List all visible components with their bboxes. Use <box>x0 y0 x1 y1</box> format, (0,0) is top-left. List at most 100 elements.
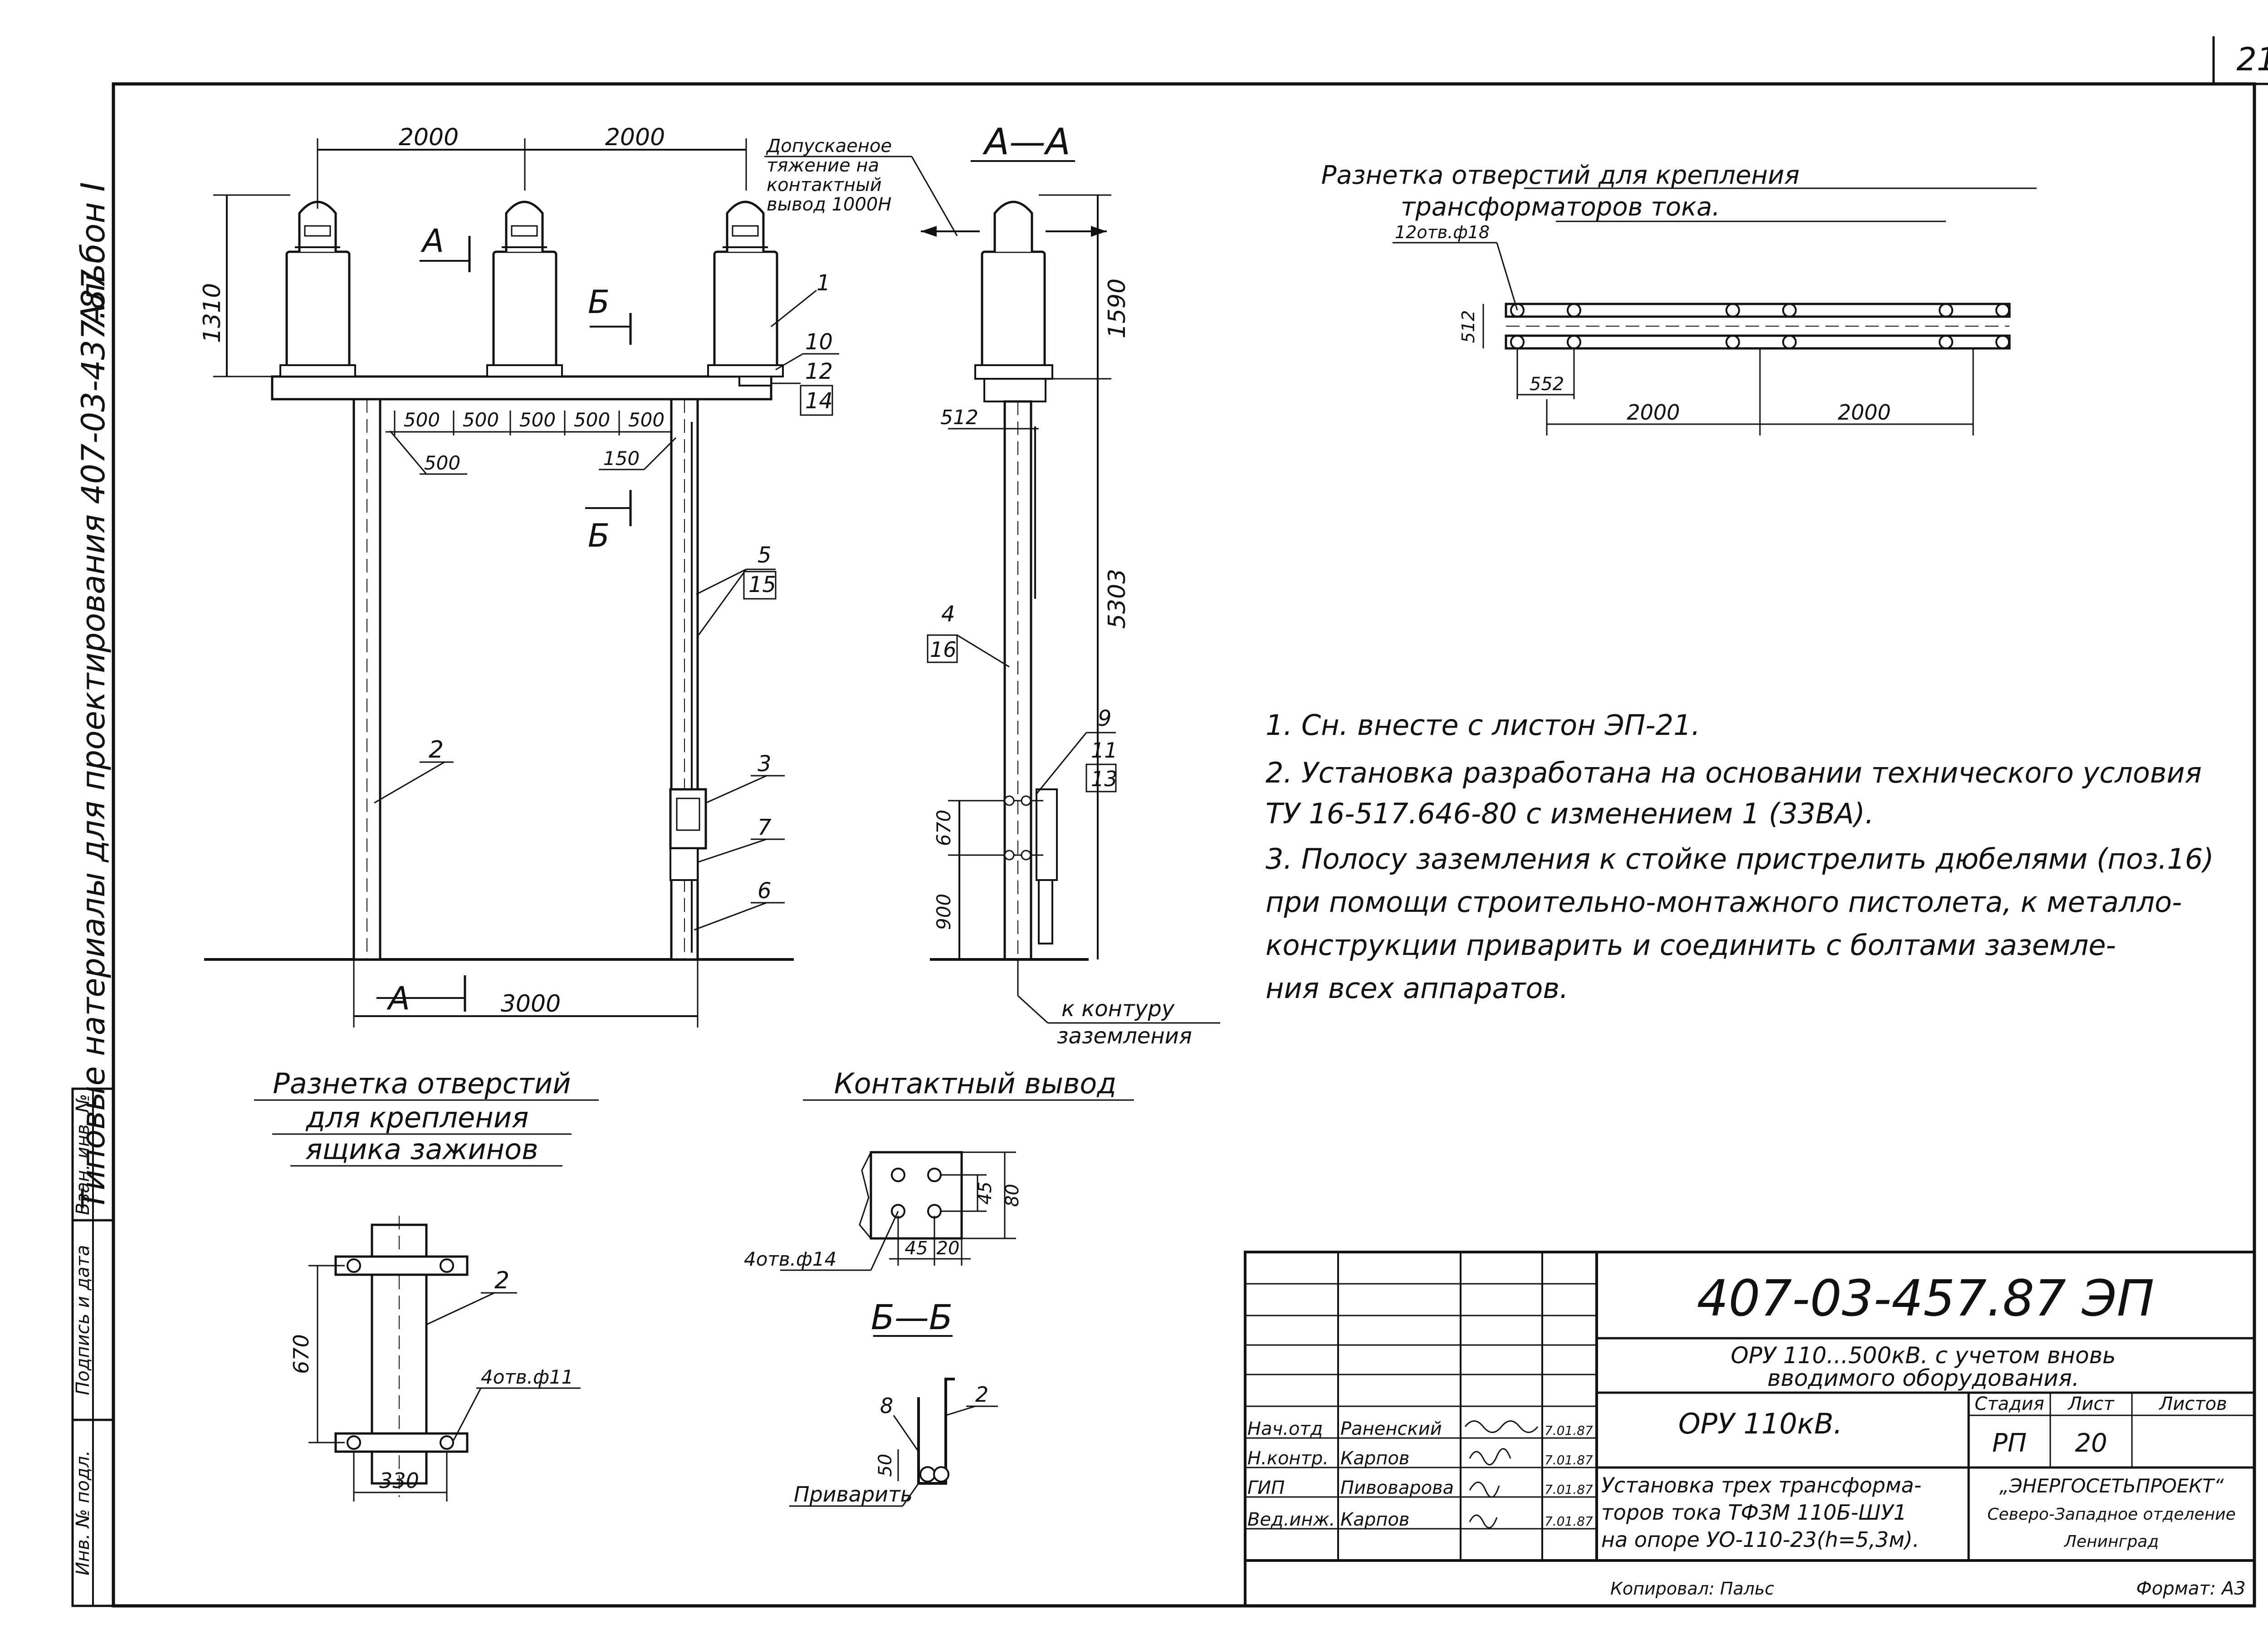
side-title: Типовые натериалы для проектирования 407… <box>75 269 112 1210</box>
svg-text:9: 9 <box>1098 706 1112 731</box>
svg-text:Карпов: Карпов <box>1340 1448 1410 1469</box>
svg-text:80: 80 <box>1002 1184 1023 1207</box>
main-front-view: 2000 2000 1310 500 500 500 500 500 500 1… <box>199 124 958 1027</box>
svg-text:2: 2 <box>494 1267 509 1294</box>
album-label: Альбон I <box>74 182 112 328</box>
svg-text:7.01.87: 7.01.87 <box>1545 1514 1593 1529</box>
ct-marking-title-2: трансформаторов тока. <box>1401 192 1720 222</box>
svg-text:Нач.отд: Нач.отд <box>1247 1419 1323 1439</box>
svg-text:500: 500 <box>519 409 556 431</box>
doc-code: 407-03-457.87 ЭП <box>1697 1269 2155 1327</box>
svg-text:500: 500 <box>628 409 665 431</box>
svg-text:1: 1 <box>816 270 831 296</box>
svg-text:Листов: Листов <box>2158 1394 2227 1414</box>
svg-text:вводимого оборудования.: вводимого оборудования. <box>1767 1365 2079 1391</box>
svg-text:3000: 3000 <box>501 990 561 1018</box>
section-aa-view: А—А 1590 5303 512 <box>921 121 1220 1049</box>
svg-text:670: 670 <box>933 810 955 846</box>
svg-text:Формат: А3: Формат: А3 <box>2136 1578 2245 1599</box>
svg-text:ТУ 16-517.646-80 с изменением: ТУ 16-517.646-80 с изменением 1 (33ВА). <box>1266 797 1874 830</box>
svg-text:7.01.87: 7.01.87 <box>1545 1482 1593 1497</box>
svg-text:Разнетка отверстий: Разнетка отверстий <box>273 1067 571 1100</box>
svg-text:7: 7 <box>758 815 772 840</box>
notes: 1. Сн. внесте с листон ЭП-21. 2. Установ… <box>1266 709 2214 1005</box>
svg-text:Контактный вывод: Контактный вывод <box>834 1067 1116 1100</box>
svg-text:3. Полосу заземления к стойке: 3. Полосу заземления к стойке пристрелит… <box>1266 842 2214 876</box>
svg-text:14: 14 <box>805 388 833 414</box>
svg-text:Приварить: Приварить <box>794 1482 913 1507</box>
svg-text:8: 8 <box>880 1394 893 1418</box>
svg-text:вывод 1000Н: вывод 1000Н <box>767 194 891 215</box>
svg-text:Вед.инж.: Вед.инж. <box>1247 1509 1335 1530</box>
svg-text:конструкции приварить и соедин: конструкции приварить и соединить с болт… <box>1266 929 2116 962</box>
svg-text:2: 2 <box>429 736 444 763</box>
svg-text:Северо-Западное отделение: Северо-Западное отделение <box>1987 1505 2236 1524</box>
svg-text:552: 552 <box>1530 374 1564 395</box>
svg-text:при помощи строительно-монтажн: при помощи строительно-монтажного пистол… <box>1266 885 2182 919</box>
svg-text:2000: 2000 <box>605 124 665 151</box>
side-stamp: Инв. № подл. Подпись и дата Взан. инв. № <box>71 1087 115 1607</box>
svg-text:2000: 2000 <box>399 124 459 151</box>
box-marking-view: Разнетка отверстий для крепления ящика з… <box>254 1067 599 1502</box>
svg-text:500: 500 <box>463 409 499 431</box>
ct-2 <box>486 201 563 377</box>
svg-text:торов тока ТФЗМ 110Б-ШУ1: торов тока ТФЗМ 110Б-ШУ1 <box>1601 1500 1907 1525</box>
svg-text:Б: Б <box>588 284 610 321</box>
svg-text:Инв. № подл.: Инв. № подл. <box>73 1450 93 1575</box>
svg-text:7.01.87: 7.01.87 <box>1545 1423 1593 1438</box>
svg-text:4отв.ф14: 4отв.ф14 <box>744 1248 836 1270</box>
svg-text:Раненский: Раненский <box>1340 1419 1442 1439</box>
svg-text:Пивоварова: Пивоварова <box>1340 1477 1454 1498</box>
svg-text:ния всех аппаратов.: ния всех аппаратов. <box>1266 972 1569 1005</box>
svg-text:Стадия: Стадия <box>1975 1394 2044 1414</box>
svg-text:1. Сн. внесте с листон ЭП-21.: 1. Сн. внесте с листон ЭП-21. <box>1266 709 1700 742</box>
svg-text:Карпов: Карпов <box>1340 1509 1410 1530</box>
svg-text:150: 150 <box>603 447 640 470</box>
svg-text:1590: 1590 <box>1104 279 1131 338</box>
svg-text:11: 11 <box>1091 738 1118 763</box>
svg-text:„ЭНЕРГОСЕТЬПРОЕКТ“: „ЭНЕРГОСЕТЬПРОЕКТ“ <box>1999 1475 2224 1497</box>
section-aa-title: А—А <box>982 121 1070 163</box>
svg-text:Н.контр.: Н.контр. <box>1247 1448 1329 1469</box>
svg-text:330: 330 <box>379 1468 419 1493</box>
svg-text:2000: 2000 <box>1627 400 1680 425</box>
svg-text:20: 20 <box>2075 1428 2107 1458</box>
svg-text:Подпись и дата: Подпись и дата <box>73 1245 93 1395</box>
svg-text:тяжение на: тяжение на <box>767 155 879 176</box>
svg-text:16: 16 <box>930 637 957 662</box>
svg-text:670: 670 <box>289 1334 313 1374</box>
svg-text:45: 45 <box>905 1238 928 1259</box>
svg-text:5: 5 <box>758 543 772 568</box>
svg-text:Ленинград: Ленинград <box>2063 1532 2159 1551</box>
svg-text:контактный: контактный <box>767 175 882 196</box>
ct-marking-view: Разнетка отверстий для крепления трансфо… <box>1321 161 2037 435</box>
svg-text:7.01.87: 7.01.87 <box>1545 1453 1593 1468</box>
svg-text:заземления: заземления <box>1057 1023 1192 1049</box>
svg-text:РП: РП <box>1992 1428 2027 1458</box>
svg-text:2000: 2000 <box>1838 400 1891 425</box>
svg-text:Лист: Лист <box>2067 1394 2115 1414</box>
svg-text:для крепления: для крепления <box>306 1101 529 1134</box>
svg-text:ОРУ 110...500кВ. с учетом вно: ОРУ 110...500кВ. с учетом вновь <box>1731 1342 2116 1369</box>
svg-text:500: 500 <box>404 409 440 431</box>
contact-terminal-view: Контактный вывод 45 80 45 20 4отв.ф14 <box>744 1067 1134 1271</box>
svg-text:3: 3 <box>758 751 772 777</box>
svg-text:900: 900 <box>933 894 955 930</box>
svg-text:Б: Б <box>588 517 610 554</box>
title-block: 407-03-457.87 ЭП ОРУ 110...500кВ. с учет… <box>1244 1251 2256 1607</box>
svg-text:13: 13 <box>1091 767 1118 791</box>
ct-3 <box>707 201 784 377</box>
ct-1 <box>279 201 356 377</box>
svg-text:Взан. инв. №: Взан. инв. № <box>73 1094 93 1215</box>
page-number: 21 <box>2236 41 2268 78</box>
svg-text:ОРУ 110кВ.: ОРУ 110кВ. <box>1678 1407 1843 1440</box>
svg-text:50: 50 <box>875 1454 896 1477</box>
svg-text:15: 15 <box>748 572 776 597</box>
svg-text:2: 2 <box>975 1382 988 1407</box>
svg-text:500: 500 <box>574 409 610 431</box>
svg-text:на опоре УО-110-23(h=5,3м).: на опоре УО-110-23(h=5,3м). <box>1601 1527 1919 1552</box>
svg-text:Установка трех трансформа-: Установка трех трансформа- <box>1601 1473 1921 1497</box>
svg-text:Копировал: Пальс: Копировал: Пальс <box>1610 1579 1774 1599</box>
svg-text:А: А <box>386 980 410 1017</box>
